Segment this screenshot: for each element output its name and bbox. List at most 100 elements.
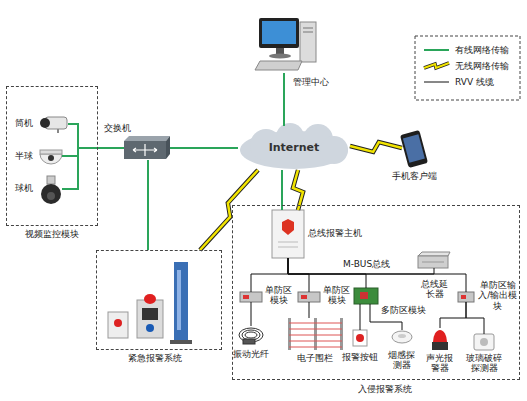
rvv-cable (360, 304, 361, 330)
device-label: 球机 (15, 183, 33, 193)
device-label: 振动光纤 (233, 349, 269, 359)
alarm-host-panel (272, 210, 304, 258)
rvv-cable (309, 302, 310, 318)
io-module (458, 292, 474, 302)
device-label: 视频监控模块 (25, 229, 79, 239)
legend-text: 无线网络传输 (455, 61, 509, 71)
legend-sample (424, 49, 449, 51)
device-label: 多防区模块 (381, 305, 426, 315)
dome-camera (40, 150, 62, 164)
connector-path (309, 302, 310, 318)
device-node: 筒机 (38, 116, 68, 132)
legend-sample (424, 63, 449, 68)
device-node: 报警按钮 (353, 330, 367, 346)
wireless-outline (200, 170, 258, 250)
legend-sample (424, 63, 449, 68)
legend-sample (424, 82, 449, 83)
smoke-detector (392, 331, 412, 343)
emergency-devices (108, 262, 192, 344)
wireless-link (293, 170, 303, 210)
connector-path (281, 170, 283, 210)
ptz-camera (41, 176, 61, 204)
device-label: 筒机 (15, 118, 33, 128)
system-group: 视频监控模块筒机半球球机 (6, 86, 98, 226)
device-node: 交换机 (124, 136, 170, 160)
device-node: 总线延长器 (418, 252, 450, 268)
device-node: 总线报警主机 (272, 210, 304, 258)
device-label: 入侵报警系统 (358, 384, 412, 394)
device-node: 管理中心 (255, 16, 317, 73)
system-group: 入侵报警系统总线报警主机单防区模块单防区模块多防区模块总线延长器单防区输入/输出… (232, 205, 520, 380)
wireless-outline (293, 170, 303, 210)
device-label: 半球 (15, 151, 33, 161)
rvv-cable (466, 302, 484, 334)
rvv-cable (288, 258, 434, 274)
wireless-outline (350, 142, 402, 152)
device-node: Internet (238, 126, 350, 170)
legend-text: 有线网络传输 (455, 45, 509, 55)
connector-path (251, 302, 252, 326)
device-node: 球机 (40, 176, 62, 204)
network-cable (62, 148, 124, 156)
connector-path (147, 160, 149, 250)
network-cable (148, 160, 149, 250)
legend-text: RVV 线缆 (455, 77, 494, 87)
network-cable (170, 148, 238, 149)
connector-path (62, 148, 124, 189)
device-label: 声光报警器 (426, 353, 453, 374)
device-label: 玻璃破碎探测器 (466, 353, 502, 374)
device-node: 玻璃破碎探测器 (474, 334, 494, 350)
zone-module (298, 292, 320, 302)
connector-path (350, 142, 402, 152)
wireless-link (350, 142, 402, 152)
strobe-siren (432, 330, 448, 350)
switch-icon (124, 136, 170, 159)
device-label: 手机客户端 (392, 171, 437, 181)
device-label: 电子围栏 (297, 353, 333, 363)
wireless-link (200, 170, 258, 250)
network-cable (282, 170, 283, 210)
connector-path (62, 148, 124, 156)
connector-path (283, 73, 285, 126)
device-label: 单防区模块 (323, 285, 350, 306)
device-node: 声光报警器 (432, 328, 448, 350)
connector-path (440, 302, 466, 328)
device-label: 总线报警主机 (308, 228, 362, 238)
device-label: 交换机 (104, 123, 131, 133)
device-label: 单防区模块 (265, 285, 292, 306)
cloud-label: Internet (238, 142, 350, 155)
connector-path (293, 170, 303, 210)
zone-module (240, 292, 262, 302)
device-node: 单防区模块 (298, 292, 320, 302)
connector-path (288, 258, 434, 274)
network-cable (62, 148, 124, 189)
device-node: 单防区模块 (240, 292, 262, 302)
device-label: 单防区输入/输出模块 (478, 280, 518, 311)
device-node: 手机客户端 (402, 130, 426, 168)
rvv-cable (440, 302, 466, 328)
connector-path (200, 170, 258, 250)
device-label: 管理中心 (293, 77, 329, 87)
network-cable (284, 73, 285, 126)
device-node: 烟感探测器 (392, 330, 412, 346)
device-label: 紧急报警系统 (128, 353, 182, 363)
device-label: 总线延长器 (421, 279, 448, 300)
alarm-button (353, 330, 367, 346)
rvv-cable (251, 302, 252, 326)
device-node: 半球 (40, 148, 62, 164)
device-node: 多防区模块 (354, 288, 378, 304)
computer-icon (255, 18, 316, 70)
connector-path (466, 302, 484, 334)
device-node: 电子围栏 (285, 318, 345, 350)
connector-path (170, 147, 238, 149)
phone-icon (400, 130, 428, 168)
device-label: 报警按钮 (342, 352, 378, 362)
connector-path (360, 304, 361, 330)
fiber-coil (239, 328, 263, 344)
bus-extender (418, 252, 450, 268)
legend-box (415, 36, 520, 100)
bus-label: M-BUS总线 (343, 259, 390, 269)
device-label: 烟感探测器 (388, 350, 415, 371)
